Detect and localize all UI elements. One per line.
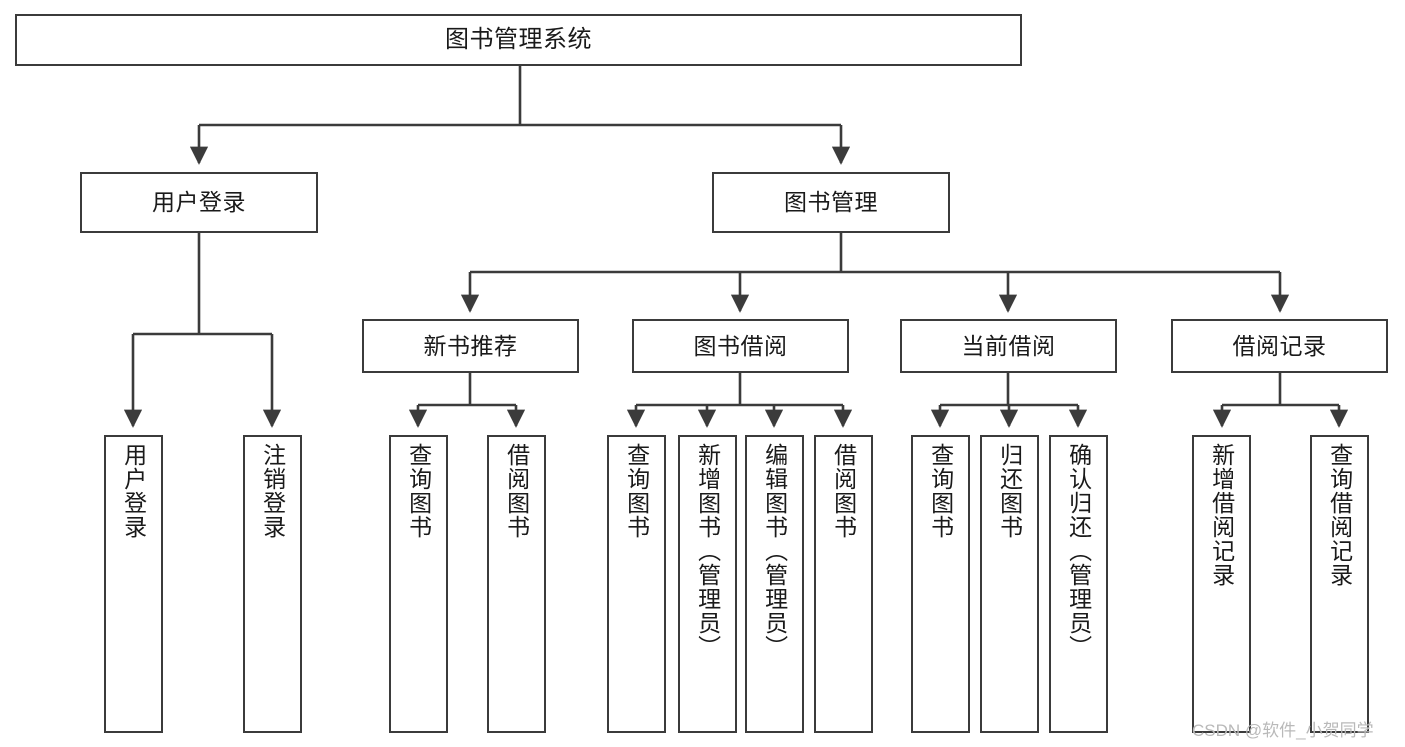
csdn-watermark: CSDN @软件_小贺同学 [1192,721,1374,740]
node-leaf-add-record[interactable]: 新增借阅记录 [1192,435,1251,733]
node-user-login[interactable]: 用户登录 [80,172,318,233]
node-book-borrow[interactable]: 图书借阅 [632,319,849,373]
node-label: 用户登录 [152,189,246,216]
node-new-book-recommend[interactable]: 新书推荐 [362,319,579,373]
node-label: 查询图书 [927,443,954,539]
node-leaf-add-book[interactable]: 新增图书（管理员） [678,435,737,733]
node-label: 查询图书 [405,443,432,539]
node-label: 图书管理系统 [445,26,592,54]
node-leaf-query-record[interactable]: 查询借阅记录 [1310,435,1369,733]
node-borrow-record[interactable]: 借阅记录 [1171,319,1388,373]
node-label: 归还图书 [996,443,1023,539]
node-book-manage[interactable]: 图书管理 [712,172,950,233]
node-label: 借阅图书 [503,443,530,539]
node-leaf-query-book-recommend[interactable]: 查询图书 [389,435,448,733]
node-label: 借阅记录 [1232,332,1327,359]
node-leaf-return-book[interactable]: 归还图书 [980,435,1039,733]
node-label: 当前借阅 [961,332,1056,359]
node-label: 图书管理 [784,189,878,216]
node-label: 图书借阅 [693,332,788,359]
node-leaf-borrow-book-recommend[interactable]: 借阅图书 [487,435,546,733]
node-label: 查询借阅记录 [1326,443,1353,587]
node-leaf-user-logout[interactable]: 注销登录 [243,435,302,733]
node-label: 借阅图书 [830,443,857,539]
node-leaf-confirm-return[interactable]: 确认归还（管理员） [1049,435,1108,733]
node-current-borrow[interactable]: 当前借阅 [900,319,1117,373]
node-label: 注销登录 [259,443,286,539]
node-leaf-edit-book[interactable]: 编辑图书（管理员） [745,435,804,733]
node-label: 新增图书（管理员） [694,443,721,659]
node-leaf-query-book-current[interactable]: 查询图书 [911,435,970,733]
node-leaf-borrow-book[interactable]: 借阅图书 [814,435,873,733]
node-leaf-user-login[interactable]: 用户登录 [104,435,163,733]
node-label: 用户登录 [120,443,147,539]
node-label: 确认归还（管理员） [1065,443,1092,659]
node-book-management-system[interactable]: 图书管理系统 [15,14,1022,66]
node-label: 编辑图书（管理员） [761,443,788,659]
node-label: 新增借阅记录 [1208,443,1235,587]
node-label: 查询图书 [623,443,650,539]
node-leaf-query-book-borrow[interactable]: 查询图书 [607,435,666,733]
node-label: 新书推荐 [423,332,518,359]
